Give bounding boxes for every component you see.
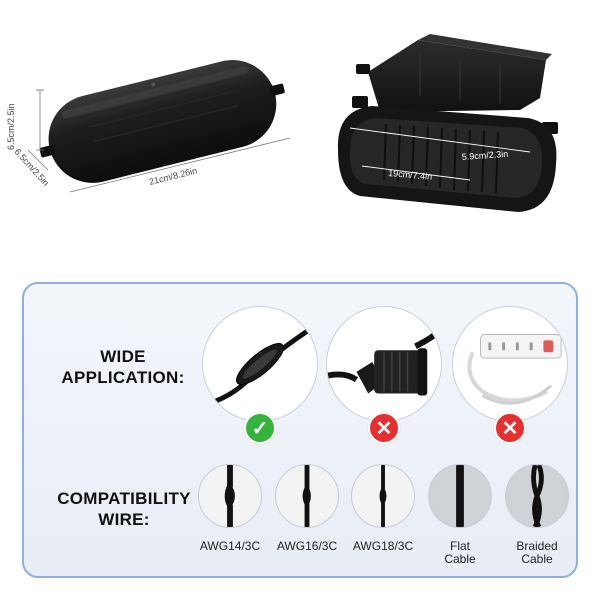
wire-awg18-swatch: [351, 464, 415, 528]
wire-braided-cable-caption: Braided Cable: [516, 539, 558, 566]
info-panel: WIDE APPLICATION: ✓ ✕: [22, 282, 578, 578]
suitable-check-icon: ✓: [244, 412, 276, 444]
compatibility-wire-label: COMPATIBILITY WIRE:: [57, 489, 191, 529]
wire-awg16-swatch: [275, 464, 339, 528]
dim-closed-height: 6.5cm/2.5in: [6, 103, 16, 150]
wire-flat-cable-swatch: [428, 464, 492, 528]
wire-braided-cable-swatch: [505, 464, 569, 528]
unsuitable-cross-icon-1: ✕: [368, 412, 400, 444]
wire-flat-cable-caption: Flat Cable: [444, 539, 476, 566]
application-inline-connector: [202, 306, 318, 422]
application-angled-plug: [326, 306, 442, 422]
wire-awg14-swatch: [198, 464, 262, 528]
product-illustration: 6.5cm/2.5in 6.5cm/2.5in 21cm/8.26in: [6, 34, 558, 212]
wire-awg14-caption: AWG14/3C: [199, 539, 261, 553]
wire-awg18-caption: AWG18/3C: [352, 539, 414, 553]
dim-open-length: 19cm/7.4in: [388, 168, 433, 182]
unsuitable-cross-icon-2: ✕: [494, 412, 526, 444]
closed-dimension-lines: [27, 89, 291, 193]
dim-open-width: 5.9cm/2.3in: [461, 149, 508, 162]
closed-box: [39, 60, 285, 183]
dim-closed-length: 21cm/8.26in: [148, 165, 198, 187]
wire-awg16-caption: AWG16/3C: [276, 539, 338, 553]
wide-application-label: WIDE APPLICATION:: [61, 347, 185, 387]
application-power-strip: [452, 306, 568, 422]
open-box: [337, 34, 558, 212]
